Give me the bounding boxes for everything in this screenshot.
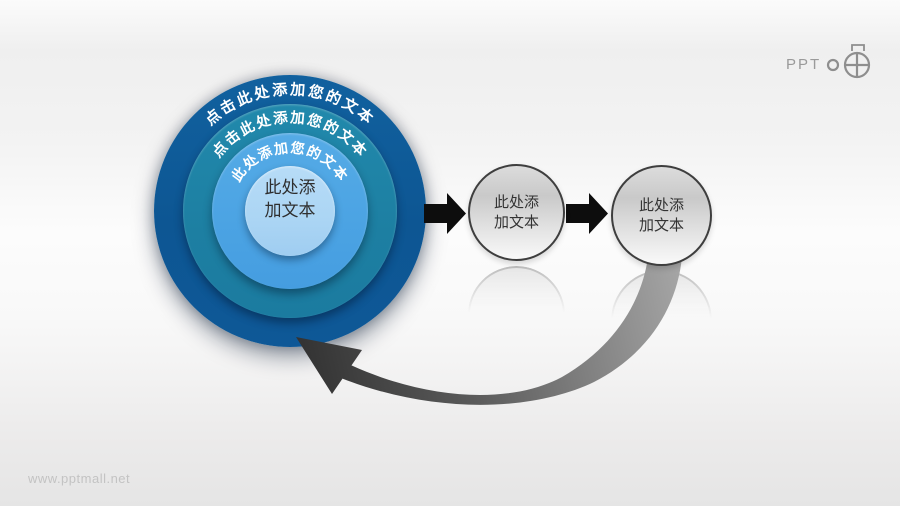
concentric-diagram[interactable]: 此处添 加文本 bbox=[154, 75, 426, 347]
process-node-1[interactable]: 此处添 加文本 bbox=[468, 164, 565, 261]
node1-text-line2: 加文本 bbox=[493, 213, 539, 231]
center-text-line2: 加文本 bbox=[264, 201, 316, 220]
brand-logo-text: PPT bbox=[786, 55, 822, 73]
brand-logo: PPT bbox=[786, 40, 876, 82]
watermark: www.pptmall.net bbox=[28, 471, 131, 486]
ring-center[interactable] bbox=[245, 166, 335, 256]
node2-reflection bbox=[611, 270, 712, 371]
center-text-placeholder[interactable]: 此处添 加文本 bbox=[240, 176, 340, 222]
node2-text-line1: 此处添 bbox=[638, 196, 684, 214]
center-text-line1: 此处添 bbox=[264, 178, 316, 197]
flow-arrow-2 bbox=[566, 193, 608, 234]
compass-logo-icon bbox=[827, 44, 871, 79]
process-node-2[interactable]: 此处添 加文本 bbox=[611, 165, 712, 266]
node1-reflection bbox=[468, 266, 565, 363]
flow-arrow-1 bbox=[424, 193, 466, 234]
node2-text-line2: 加文本 bbox=[638, 216, 684, 234]
node1-text-line1: 此处添 bbox=[493, 193, 539, 211]
